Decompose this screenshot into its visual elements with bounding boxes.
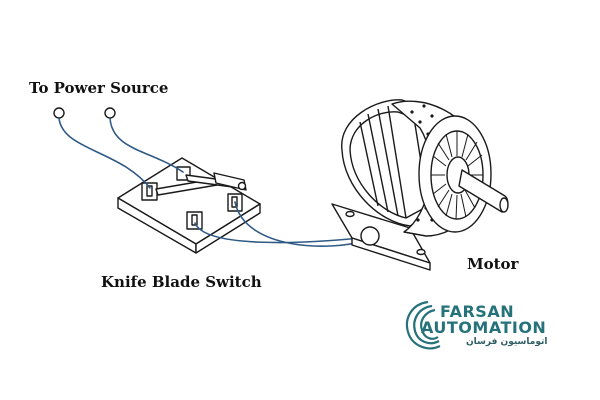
motor-base-side (351, 237, 431, 271)
motor-front-fins (431, 131, 483, 220)
logo-text-automation: AUTOMATION (421, 318, 547, 337)
wire-switch-to-motor-1 (194, 222, 361, 244)
motor-terminal (360, 226, 380, 246)
logo-swirl-icon (405, 300, 441, 350)
wire-power-left (58, 117, 151, 189)
motor-rear-ribs (359, 105, 407, 219)
switch-clip-rear-right (186, 211, 203, 230)
logo-text-farsan: FARSAN (440, 302, 515, 321)
wires (58, 117, 369, 247)
motor (331, 99, 509, 271)
switch-handle-knob (237, 181, 247, 191)
wire-power-right (109, 117, 184, 173)
switch-base-right (195, 203, 261, 254)
knife-switch (117, 157, 261, 254)
motor-base-hole-2 (416, 248, 426, 256)
motor-base-hole-1 (345, 210, 355, 218)
motor-shaft-end (499, 197, 509, 213)
motor-label: Motor (467, 255, 519, 273)
power-terminal-left (53, 107, 65, 119)
power-source-label: To Power Source (29, 79, 169, 97)
switch-label: Knife Blade Switch (101, 273, 262, 291)
power-terminal-right (104, 107, 116, 119)
logo-text-persian: اتوماسیون فرسان (466, 337, 548, 347)
switch-clip-front (141, 182, 158, 201)
